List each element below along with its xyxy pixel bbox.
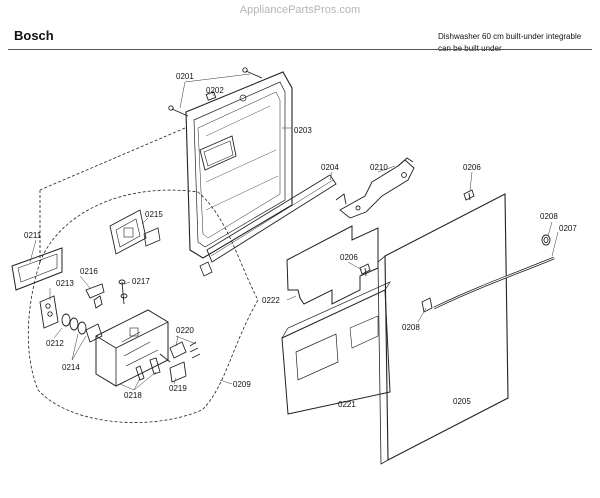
callout-0214: 0214 xyxy=(62,363,80,372)
callout-0206-upper: 0206 xyxy=(463,163,481,172)
connector-block xyxy=(169,361,187,383)
model-description: Dishwasher 60 cm built-under integrable … xyxy=(438,31,581,55)
callout-0222: 0222 xyxy=(262,296,280,305)
callout-0220: 0220 xyxy=(176,326,194,335)
callout-0218: 0218 xyxy=(124,391,142,400)
connector-pins xyxy=(135,341,201,381)
callout-0212: 0212 xyxy=(46,339,64,348)
program-selector-housing xyxy=(39,295,59,329)
selector-rings xyxy=(61,313,103,343)
handle-end-cap-left xyxy=(421,297,433,313)
callout-0209: 0209 xyxy=(233,380,251,389)
pin-part xyxy=(118,279,128,305)
callout-0203: 0203 xyxy=(294,126,312,135)
control-module-group-outline xyxy=(27,189,259,423)
panel-screw-upper xyxy=(463,189,475,201)
header-divider xyxy=(8,49,592,50)
callout-0207: 0207 xyxy=(559,224,577,233)
callout-0221: 0221 xyxy=(338,400,356,409)
door-seal-strip xyxy=(199,174,337,277)
description-line-2: can be built under xyxy=(438,44,502,53)
door-handle xyxy=(433,256,555,310)
callout-0204: 0204 xyxy=(321,163,339,172)
description-line-1: Dishwasher 60 cm built-under integrable xyxy=(438,32,582,41)
panel-screw-lower xyxy=(359,263,371,277)
leader-lines xyxy=(29,73,559,391)
control-panel-module xyxy=(109,209,161,255)
door-screws xyxy=(168,67,263,117)
callout-0208-right: 0208 xyxy=(540,212,558,221)
hinge-bracket xyxy=(335,157,415,219)
callout-0206-lower: 0206 xyxy=(340,253,358,262)
watermark: AppliancePartsPros.com xyxy=(239,4,361,16)
decor-panel xyxy=(377,193,509,465)
electronic-module xyxy=(95,309,169,387)
callout-0217: 0217 xyxy=(132,277,150,286)
insulation-panel xyxy=(286,225,379,305)
inner-door-panel xyxy=(185,71,293,259)
callout-0210: 0210 xyxy=(370,163,388,172)
mounting-frame xyxy=(281,281,391,415)
callout-0201: 0201 xyxy=(176,72,194,81)
handle-end-cap-right xyxy=(541,234,551,246)
small-spring-part xyxy=(85,283,105,309)
callout-0215: 0215 xyxy=(145,210,163,219)
callout-0205: 0205 xyxy=(453,397,471,406)
brand-title: Bosch xyxy=(14,28,54,43)
callout-0219: 0219 xyxy=(169,384,187,393)
callout-0211: 0211 xyxy=(24,231,42,240)
group-outline-link xyxy=(39,127,186,191)
callout-0208-left: 0208 xyxy=(402,323,420,332)
callout-0213: 0213 xyxy=(56,279,74,288)
callout-0202: 0202 xyxy=(206,86,224,95)
display-frame xyxy=(11,247,63,291)
door-clip xyxy=(205,91,217,101)
callout-0216: 0216 xyxy=(80,267,98,276)
